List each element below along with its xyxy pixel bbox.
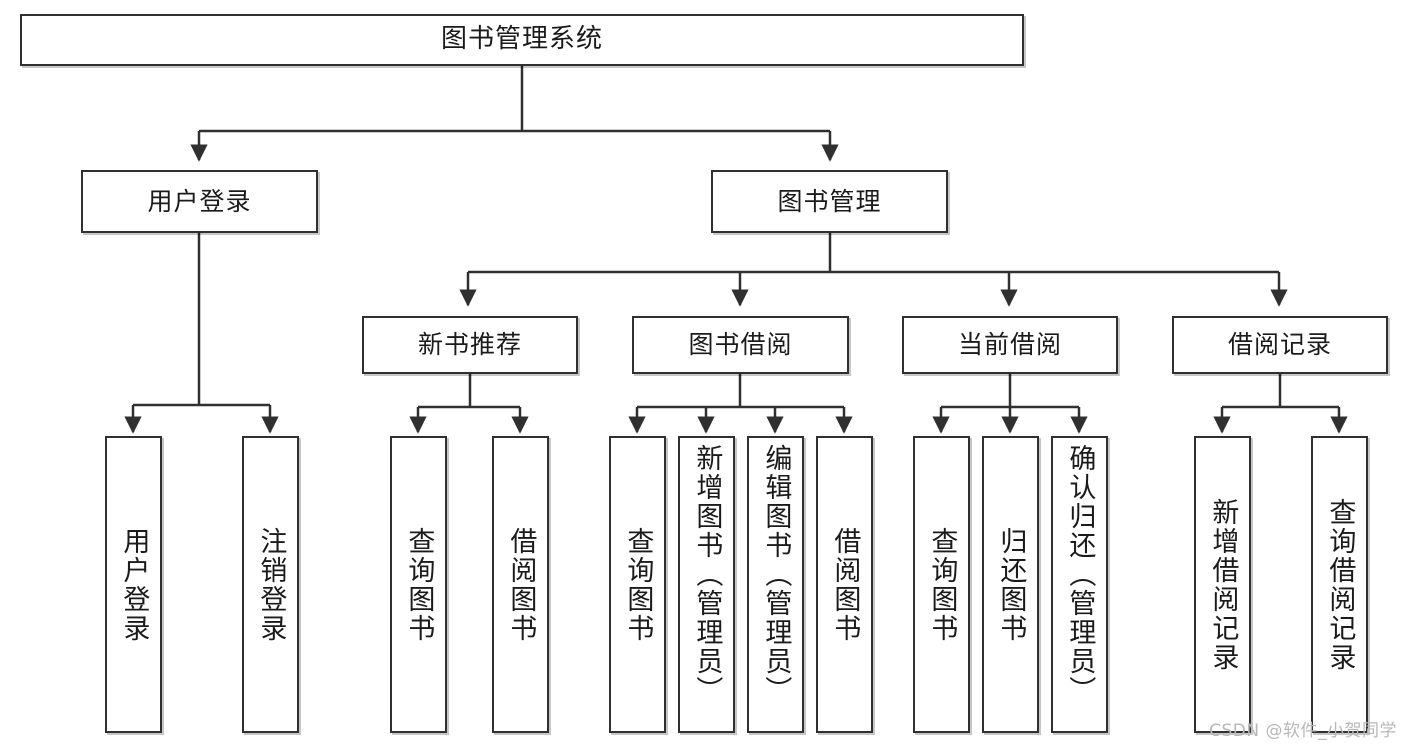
node-new-book-recommend[interactable]: 新书推荐 (362, 316, 578, 374)
leaf-inner: 用户登录 (107, 438, 160, 731)
node-leaf-user-login-label: 用户登录 (118, 526, 150, 643)
node-leaf-logout[interactable]: 注销登录 (242, 436, 299, 733)
node-current-borrow-label: 当前借阅 (957, 330, 1062, 359)
node-root-label: 图书管理系统 (440, 24, 603, 55)
leaf-inner: 查询图书 (392, 438, 445, 731)
watermark: CSDN @软件_小贺同学 (1209, 721, 1397, 741)
leaf-inner: 查询图书 (611, 438, 664, 731)
node-leaf-query-book-3-label: 查询图书 (926, 526, 958, 643)
leaf-inner: 确认归还（管理员） (1053, 438, 1106, 737)
node-leaf-query-borrow-record[interactable]: 查询借阅记录 (1311, 436, 1368, 733)
node-leaf-query-book-1[interactable]: 查询图书 (390, 436, 447, 733)
leaf-inner: 新增借阅记录 (1196, 438, 1249, 731)
node-leaf-borrow-book-1-label: 借阅图书 (505, 526, 537, 643)
node-new-book-recommend-label: 新书推荐 (417, 330, 522, 359)
node-leaf-return-book-label: 归还图书 (995, 526, 1027, 643)
node-book-manage[interactable]: 图书管理 (711, 170, 948, 233)
node-leaf-add-book-admin[interactable]: 新增图书（管理员） (678, 436, 735, 733)
node-leaf-confirm-return-admin[interactable]: 确认归还（管理员） (1051, 436, 1108, 733)
node-leaf-borrow-book-2[interactable]: 借阅图书 (816, 436, 873, 733)
node-leaf-borrow-book-2-label: 借阅图书 (829, 526, 861, 643)
node-leaf-return-book[interactable]: 归还图书 (982, 436, 1039, 733)
leaf-inner: 借阅图书 (818, 438, 871, 731)
node-leaf-add-borrow-record-label: 新增借阅记录 (1207, 497, 1239, 672)
node-current-borrow[interactable]: 当前借阅 (902, 316, 1118, 374)
leaf-inner: 查询借阅记录 (1313, 438, 1366, 731)
node-leaf-logout-label: 注销登录 (255, 526, 287, 643)
node-book-borrow[interactable]: 图书借阅 (632, 316, 849, 374)
node-leaf-query-book-2-label: 查询图书 (622, 526, 654, 643)
node-root[interactable]: 图书管理系统 (20, 14, 1024, 66)
node-borrow-record-label: 借阅记录 (1227, 330, 1332, 359)
leaf-inner: 借阅图书 (494, 438, 547, 731)
leaf-inner: 编辑图书（管理员） (749, 438, 802, 737)
node-user-login[interactable]: 用户登录 (81, 170, 318, 233)
leaf-inner: 归还图书 (984, 438, 1037, 731)
node-leaf-query-borrow-record-label: 查询借阅记录 (1324, 497, 1356, 672)
node-leaf-edit-book-admin-label: 编辑图书（管理员） (760, 444, 792, 705)
node-user-login-label: 用户登录 (147, 186, 252, 216)
node-leaf-user-login[interactable]: 用户登录 (105, 436, 162, 733)
node-leaf-borrow-book-1[interactable]: 借阅图书 (492, 436, 549, 733)
node-leaf-add-book-admin-label: 新增图书（管理员） (691, 444, 723, 705)
leaf-inner: 新增图书（管理员） (680, 438, 733, 737)
node-leaf-query-book-1-label: 查询图书 (403, 526, 435, 643)
node-leaf-add-borrow-record[interactable]: 新增借阅记录 (1194, 436, 1251, 733)
node-leaf-edit-book-admin[interactable]: 编辑图书（管理员） (747, 436, 804, 733)
leaf-inner: 查询图书 (915, 438, 968, 731)
node-leaf-query-book-2[interactable]: 查询图书 (609, 436, 666, 733)
node-leaf-query-book-3[interactable]: 查询图书 (913, 436, 970, 733)
node-leaf-confirm-return-admin-label: 确认归还（管理员） (1064, 444, 1096, 705)
node-book-borrow-label: 图书借阅 (688, 330, 793, 359)
node-book-manage-label: 图书管理 (777, 186, 882, 216)
node-borrow-record[interactable]: 借阅记录 (1172, 316, 1388, 374)
leaf-inner: 注销登录 (244, 438, 297, 731)
